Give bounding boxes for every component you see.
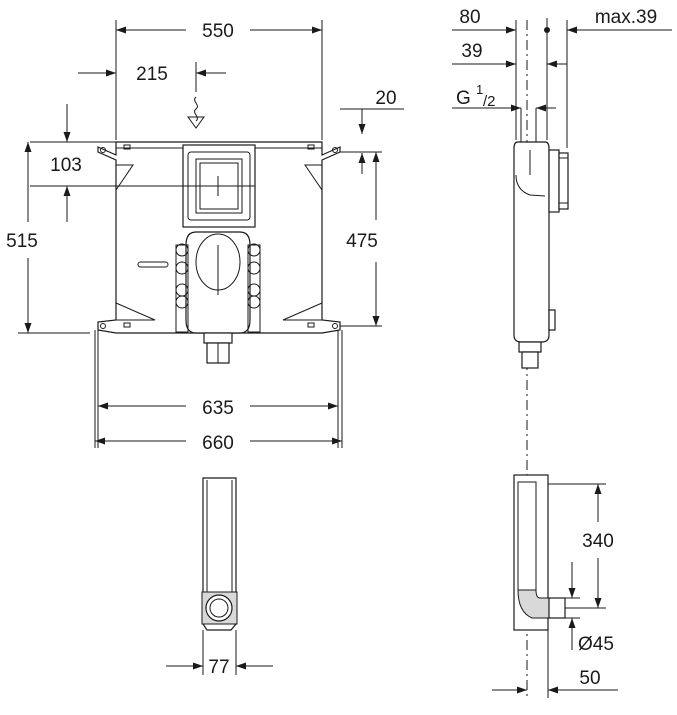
keyhole	[247, 243, 261, 257]
mount-hole	[332, 147, 338, 153]
frame-slot	[123, 322, 131, 328]
dim-550-label: 550	[202, 21, 234, 42]
supply-fitting	[548, 149, 560, 213]
side-fitting	[548, 309, 556, 331]
keyhole	[175, 295, 189, 309]
supply-thread	[558, 152, 569, 210]
keyhole	[247, 295, 261, 309]
dim-635-label: 635	[202, 398, 234, 419]
frame-slot	[307, 322, 315, 328]
dim-215-label: 215	[136, 64, 168, 85]
side-outlet-pipe	[521, 351, 539, 369]
dim-103-label: 103	[50, 155, 82, 176]
mount-hole	[100, 323, 106, 329]
cistern-body	[513, 141, 550, 343]
side-spigot	[548, 597, 566, 619]
dim-max39-label: max.39	[595, 7, 657, 28]
frame-slot	[123, 144, 131, 150]
frame-slot	[307, 144, 315, 150]
left-top-brace	[115, 164, 134, 192]
side-outlet-collar	[518, 341, 542, 353]
side-view-dimensions: 80 max.39 39 G 1 /2	[452, 7, 672, 148]
thread-g-label: G	[456, 88, 471, 109]
outlet-front-view: 77	[166, 477, 273, 678]
right-bottom-brace	[282, 302, 323, 321]
front-view	[97, 96, 341, 364]
front-view-dimensions: 550 215 20 475 103 515 635	[6, 20, 404, 454]
dim-660-label: 660	[202, 433, 234, 454]
outlet-bore	[209, 598, 229, 618]
keyhole	[175, 243, 189, 257]
dim-80-label: 80	[459, 7, 480, 28]
thread-den-label: /2	[483, 93, 496, 110]
supply-arrow-icon	[187, 116, 205, 129]
dim-45-label: Ø45	[578, 634, 614, 655]
outlet-side-view: 340 Ø45 50	[492, 474, 618, 698]
mount-hole	[332, 323, 338, 329]
dim-39-label: 39	[461, 41, 482, 62]
cistern-contour	[515, 174, 546, 197]
dim-77-label: 77	[208, 657, 229, 678]
mount-hole	[100, 147, 106, 153]
side-slot	[137, 261, 169, 268]
left-bottom-brace	[115, 302, 156, 321]
thread-num-label: 1	[476, 82, 483, 97]
dim-515-label: 515	[6, 231, 38, 252]
dim-475-label: 475	[346, 231, 378, 252]
dim-340-label: 340	[582, 531, 614, 552]
outlet-collar	[203, 332, 233, 344]
dim-50-label: 50	[579, 668, 600, 689]
dim-20-label: 20	[375, 88, 396, 109]
right-top-brace	[304, 164, 323, 192]
keyhole	[175, 261, 189, 275]
keyhole	[247, 261, 261, 275]
